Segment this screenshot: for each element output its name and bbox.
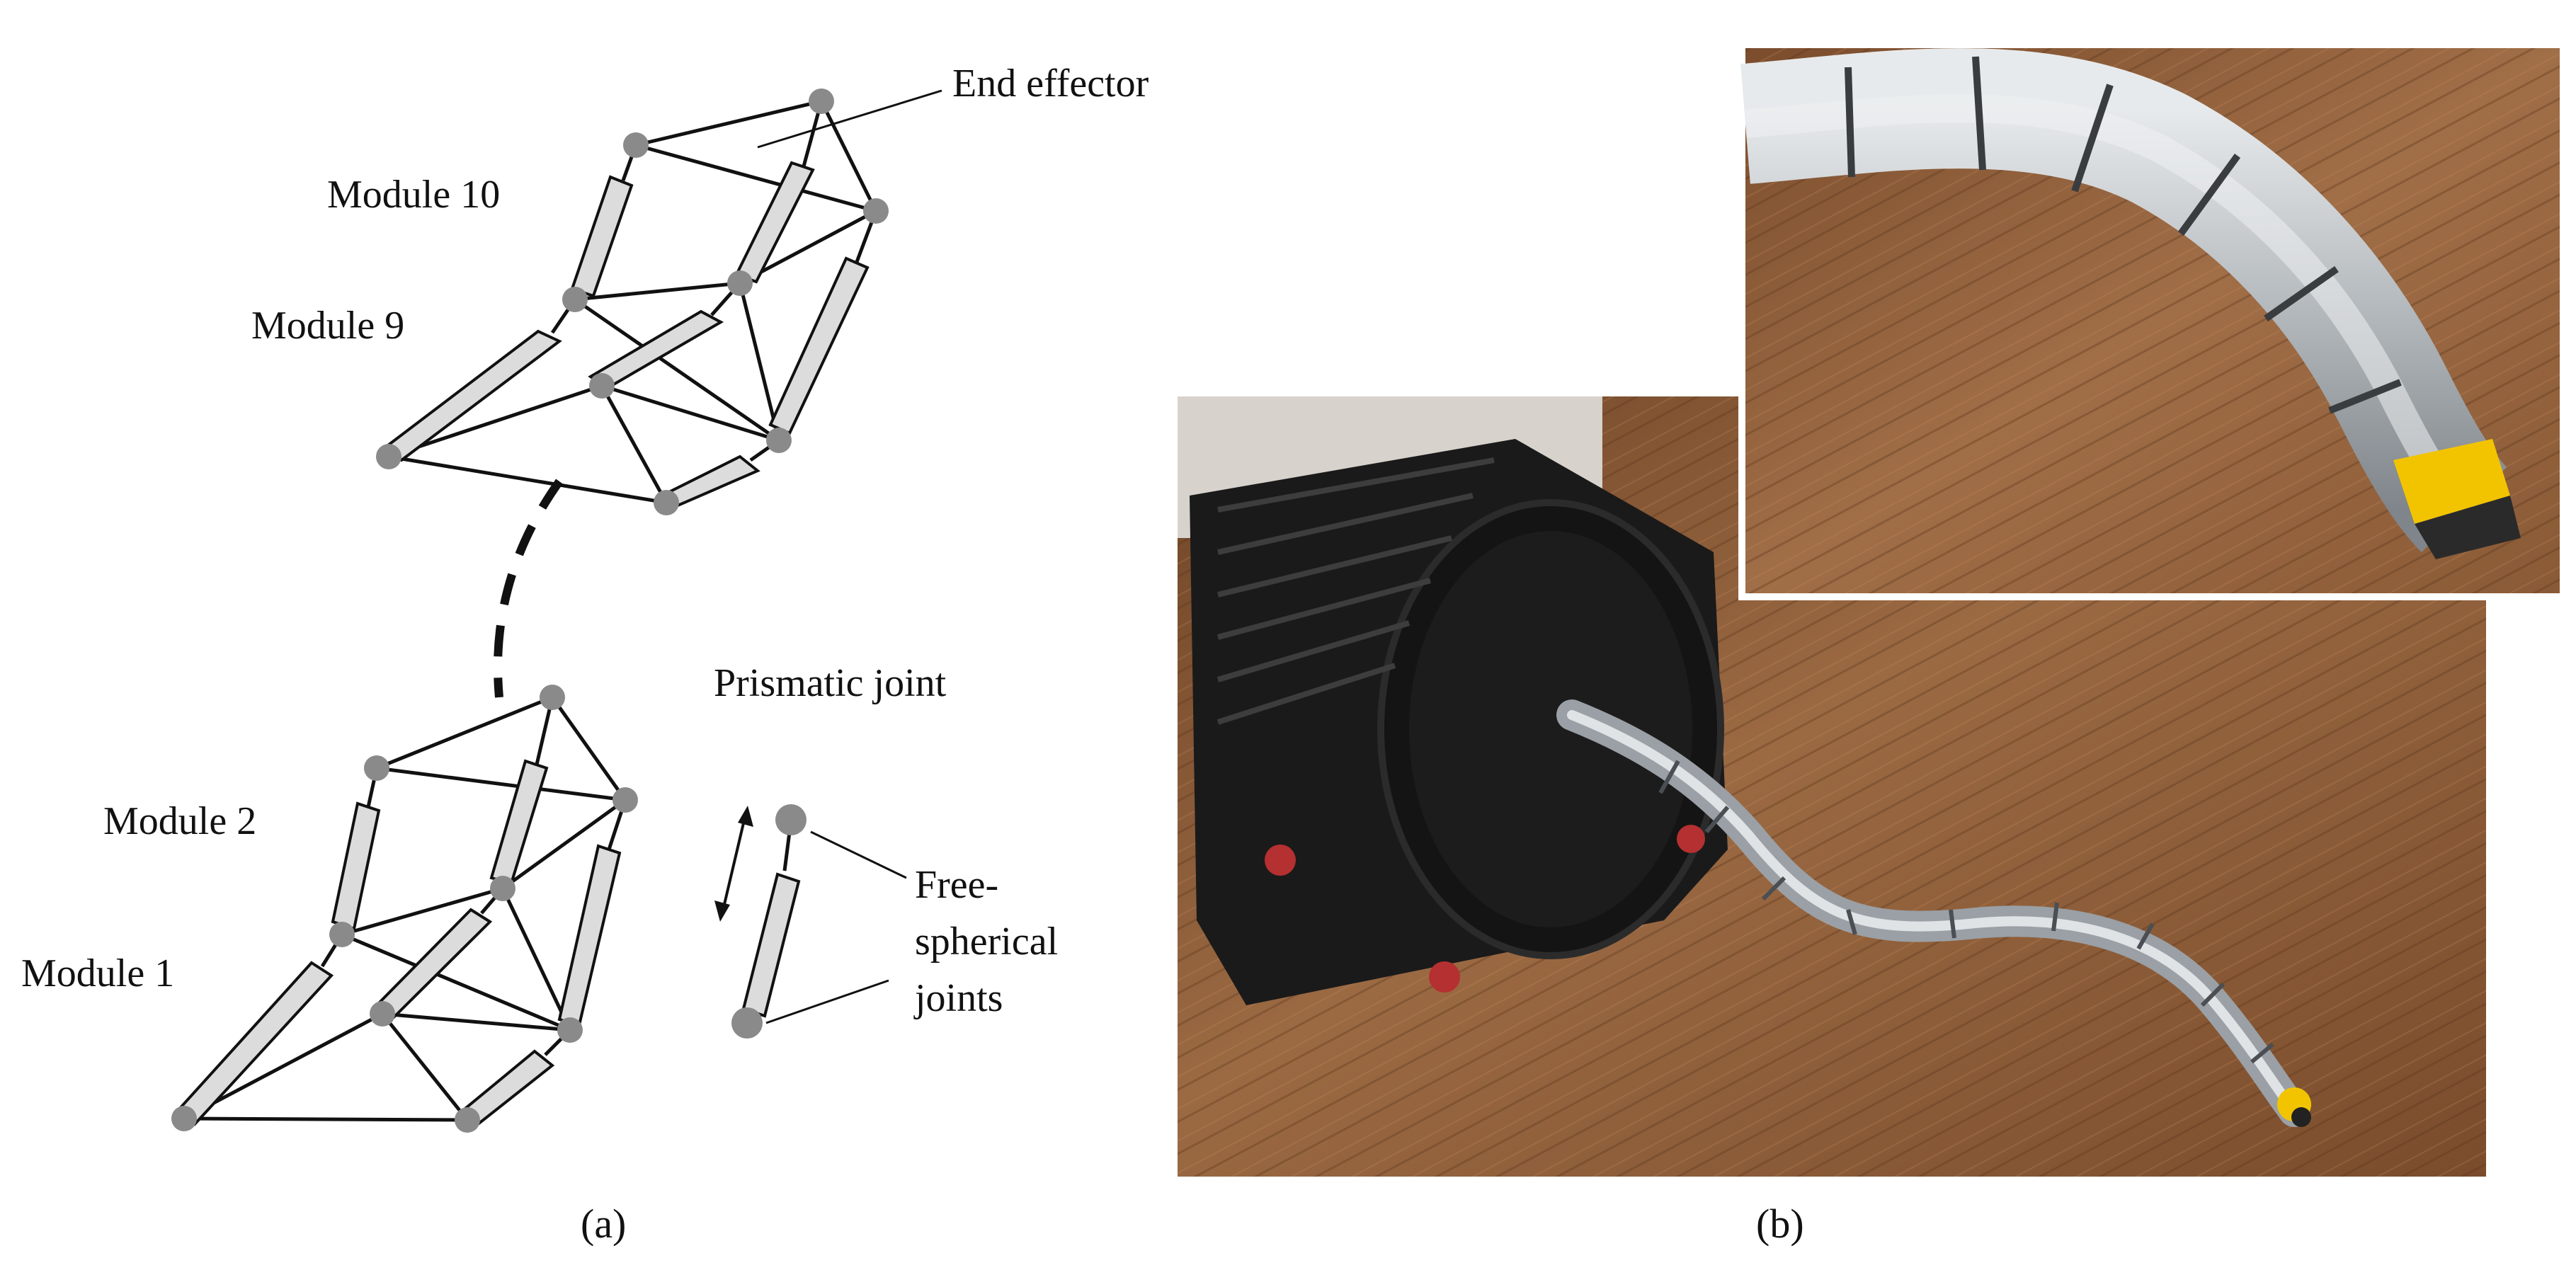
dashed-module-connection: [494, 479, 563, 698]
joint: [727, 270, 753, 296]
joint: [863, 198, 889, 224]
panel-b-inset-photo: [1738, 41, 2567, 600]
joint: [809, 88, 834, 114]
joint: [557, 1017, 583, 1043]
joint: [455, 1107, 480, 1133]
label-module-2: Module 2: [103, 799, 257, 843]
upper-modules-structure: [388, 99, 878, 505]
joint: [376, 444, 401, 469]
panel-a-diagram: [171, 88, 942, 1133]
double-arrow: [721, 813, 747, 914]
joint: [364, 755, 389, 781]
joint: [623, 132, 649, 158]
label-free-spherical-line3: joints: [915, 976, 1003, 1020]
end-effector-leader: [757, 89, 942, 149]
legend-leader-top: [810, 830, 907, 879]
joint: [654, 490, 679, 515]
label-free-spherical-line2: spherical: [915, 920, 1059, 964]
joint: [612, 787, 638, 813]
label-free-spherical-line1: Free-: [915, 863, 999, 907]
joint: [171, 1106, 197, 1131]
upper-actuators: [380, 161, 870, 508]
inset-tip-tape: [2393, 439, 2510, 524]
caption-panel-a: (a): [581, 1201, 627, 1247]
label-module-1: Module 1: [21, 951, 175, 995]
prismatic-joint-legend: [714, 804, 907, 1039]
joint: [370, 1001, 395, 1027]
label-prismatic-joint: Prismatic joint: [714, 661, 947, 705]
joint: [562, 287, 588, 312]
label-module-10: Module 10: [327, 173, 501, 217]
joint: [589, 373, 615, 399]
joint: [329, 922, 355, 947]
spherical-joints: [171, 88, 889, 1133]
lower-actuators: [175, 759, 622, 1126]
actuation-drum: [1178, 396, 1728, 1005]
caption-panel-b: (b): [1756, 1201, 1804, 1247]
label-end-effector: End effector: [952, 62, 1149, 105]
joint: [490, 876, 515, 901]
joint: [766, 428, 792, 453]
joint: [540, 685, 565, 710]
label-module-9: Module 9: [251, 304, 405, 348]
joint: [731, 1007, 763, 1039]
legend-leader-bottom: [765, 979, 889, 1024]
joint: [775, 804, 807, 835]
